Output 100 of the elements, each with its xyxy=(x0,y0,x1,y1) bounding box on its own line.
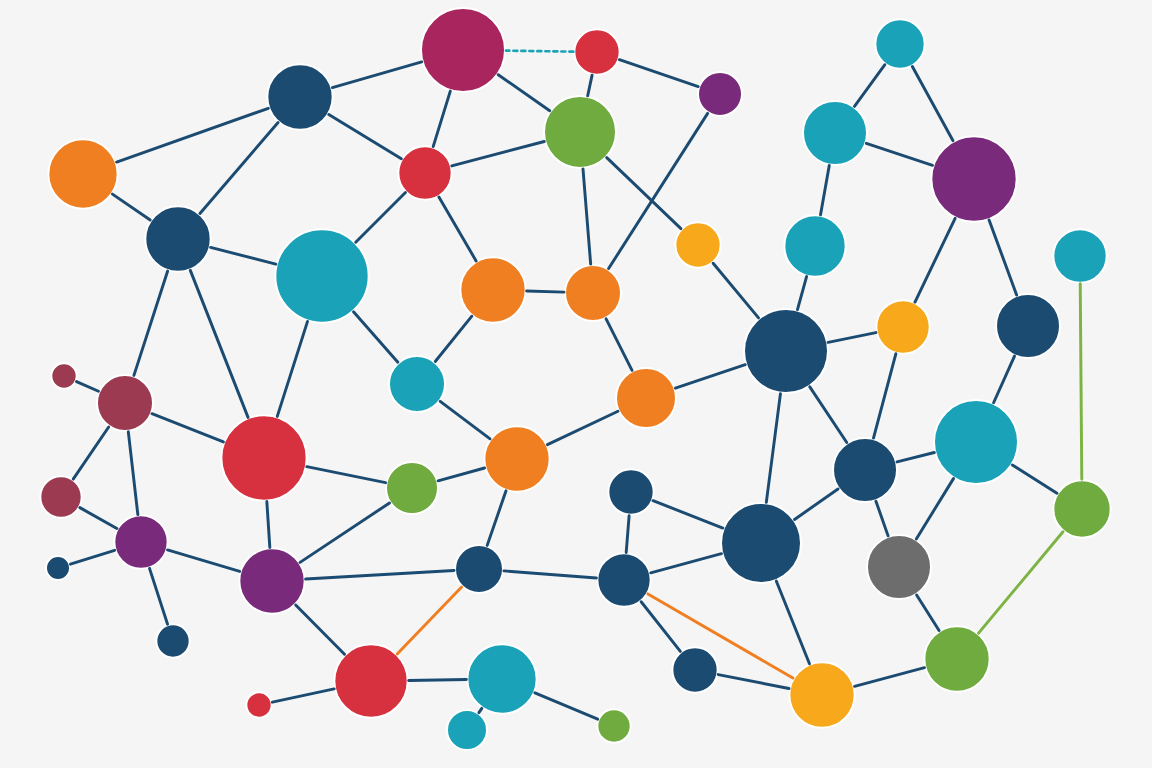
connector-line xyxy=(477,706,484,715)
connector-line xyxy=(808,385,849,444)
connector-line xyxy=(639,600,682,653)
connector-line xyxy=(496,73,552,113)
connector-line xyxy=(545,409,620,447)
connector-line xyxy=(395,585,464,656)
connector-line xyxy=(71,425,111,481)
connector-line xyxy=(793,487,840,521)
connector-line xyxy=(910,65,955,143)
circle-node xyxy=(923,625,991,693)
connector-line xyxy=(294,603,346,656)
circle-node xyxy=(596,552,652,608)
connector-line xyxy=(581,167,593,266)
connector-line xyxy=(305,465,387,485)
connector-line xyxy=(270,687,336,704)
connector-line xyxy=(864,141,935,167)
connector-line xyxy=(617,58,700,89)
connector-line xyxy=(987,218,1019,297)
connector-line xyxy=(354,191,407,244)
connector-line xyxy=(607,111,710,271)
circle-node xyxy=(573,28,621,76)
circle-node xyxy=(832,437,898,503)
connector-line xyxy=(1078,282,1084,481)
connector-line xyxy=(992,354,1016,405)
connector-line xyxy=(437,195,478,263)
connector-line xyxy=(649,552,723,575)
circle-node xyxy=(743,308,829,394)
connector-line xyxy=(166,548,242,573)
connector-line xyxy=(914,477,955,541)
circle-node xyxy=(930,135,1018,223)
connector-line xyxy=(132,269,170,377)
circle-node xyxy=(596,708,632,744)
connector-line xyxy=(796,275,809,312)
connector-line xyxy=(502,569,598,580)
circle-node xyxy=(802,100,868,166)
connector-line xyxy=(433,314,474,363)
connector-line xyxy=(438,399,492,441)
connector-line xyxy=(450,140,546,168)
connector-line xyxy=(874,499,890,538)
connector-line xyxy=(150,412,225,444)
connector-line xyxy=(275,319,309,418)
circle-node xyxy=(720,502,802,584)
connector-line xyxy=(605,156,683,231)
circle-node xyxy=(96,374,154,432)
connector-line xyxy=(407,678,468,682)
connector-line xyxy=(209,245,278,266)
circle-node xyxy=(933,399,1019,485)
connector-line xyxy=(148,566,170,626)
circle-node xyxy=(39,475,83,519)
connector-line xyxy=(673,363,747,390)
circle-node xyxy=(113,514,169,570)
circle-node xyxy=(788,661,856,729)
connector-line xyxy=(586,73,594,98)
circle-node xyxy=(1052,228,1108,284)
circle-node xyxy=(454,544,504,594)
circle-node xyxy=(220,414,308,502)
connector-line xyxy=(330,60,424,90)
connector-line xyxy=(265,500,272,549)
connector-line xyxy=(198,121,280,215)
connector-line xyxy=(78,506,119,530)
connector-line xyxy=(68,548,117,566)
connector-line xyxy=(853,666,926,688)
connector-line xyxy=(110,192,152,222)
connector-line xyxy=(436,466,487,483)
circle-node xyxy=(333,643,409,719)
connector-line xyxy=(826,331,878,344)
circle-node xyxy=(466,643,538,715)
circle-node xyxy=(155,623,191,659)
circle-node xyxy=(459,256,527,324)
circle-node xyxy=(615,367,677,429)
circle-node xyxy=(697,71,743,117)
circle-node xyxy=(607,468,655,516)
connector-line xyxy=(298,501,391,564)
connector-line xyxy=(774,579,811,666)
connector-line xyxy=(126,430,140,516)
connector-line xyxy=(895,451,936,464)
connector-line xyxy=(915,593,941,632)
circle-node xyxy=(144,205,212,273)
connector-line xyxy=(115,106,270,164)
connector-line xyxy=(853,63,887,108)
connector-line xyxy=(716,673,791,690)
connector-line xyxy=(304,569,456,581)
circle-node xyxy=(1052,479,1112,539)
circle-node xyxy=(671,646,719,694)
connector-line xyxy=(75,380,100,393)
circle-node xyxy=(543,95,617,169)
connector-line xyxy=(1010,463,1059,495)
circle-node xyxy=(238,547,306,615)
circle-node xyxy=(420,7,506,93)
connector-line xyxy=(352,310,400,364)
circle-node xyxy=(245,691,273,719)
connector-line xyxy=(646,592,795,680)
connector-line xyxy=(819,164,831,217)
connector-line xyxy=(872,352,898,440)
connector-line xyxy=(711,261,760,320)
circle-node xyxy=(483,425,551,493)
connector-line xyxy=(525,289,566,294)
circle-node xyxy=(874,18,926,70)
connector-line xyxy=(624,514,631,554)
circle-node xyxy=(385,461,439,515)
